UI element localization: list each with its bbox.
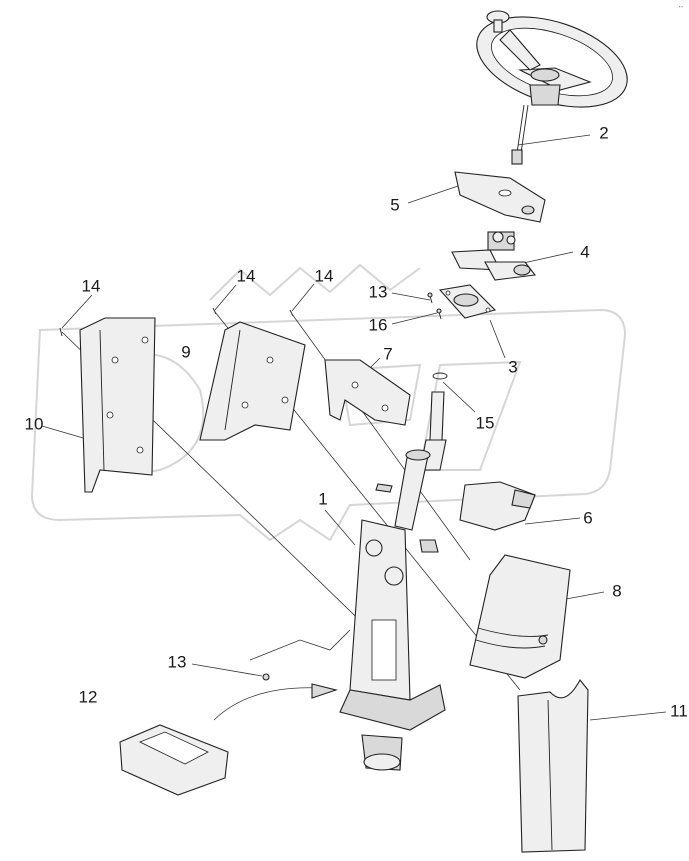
column-top-cover <box>454 171 546 223</box>
callout-7: 7 <box>383 344 393 364</box>
callout-1: 1 <box>318 489 328 509</box>
callout-13a: 13 <box>368 282 388 302</box>
lower-cover-shroud <box>469 554 571 679</box>
steering-wheel <box>476 10 628 108</box>
callout-14a: 14 <box>81 276 101 296</box>
callout-8: 8 <box>612 581 622 601</box>
callout-3: 3 <box>508 357 518 377</box>
callout-11: 11 <box>670 701 688 721</box>
callout-5: 5 <box>390 195 400 215</box>
callout-14b: 14 <box>236 266 256 286</box>
callout-12: 12 <box>78 687 98 707</box>
callout-16: 16 <box>368 315 388 335</box>
floor-boot <box>119 724 229 796</box>
side-panel-left <box>79 317 156 493</box>
callout-6: 6 <box>583 508 593 528</box>
corner-mark: ᐧᐧ <box>678 2 683 12</box>
callout-4: 4 <box>580 242 590 262</box>
callout-13b: 13 <box>167 652 187 672</box>
steering-shaft <box>511 104 529 165</box>
front-cover-panel <box>517 679 589 853</box>
callout-15: 15 <box>475 413 495 433</box>
bracket-cover <box>324 359 411 426</box>
callout-14c: 14 <box>314 266 334 286</box>
callout-2: 2 <box>599 123 609 143</box>
watermark-logo <box>30 263 627 542</box>
assembly-arrow <box>311 683 338 699</box>
steering-column-body <box>339 483 446 771</box>
side-panel-middle <box>199 321 306 441</box>
callout-9: 9 <box>181 342 191 362</box>
lower-cover-upper <box>459 481 536 531</box>
screws <box>59 292 442 681</box>
combination-switch <box>451 231 537 281</box>
mounting-plate <box>438 284 497 319</box>
column-upper-shaft <box>394 372 448 531</box>
callout-10: 10 <box>24 414 44 434</box>
